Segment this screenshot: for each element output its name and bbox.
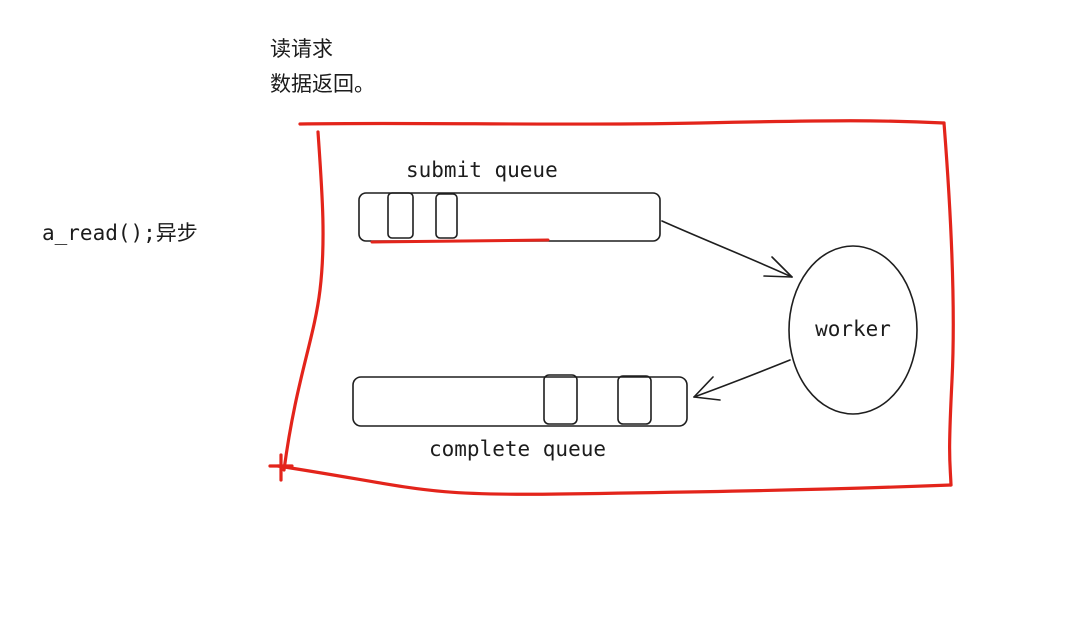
submit-queue-slot — [435, 193, 458, 239]
complete-queue-slot — [617, 375, 652, 425]
submit-queue-slot — [387, 192, 414, 239]
note-data-return: 数据返回。 — [270, 72, 375, 96]
arrow-worker-to-complete — [693, 359, 791, 401]
submit-queue-body — [358, 192, 661, 242]
worker: worker — [788, 245, 918, 415]
complete-queue — [352, 374, 688, 427]
worker-ellipse — [788, 245, 918, 415]
complete-queue-body — [352, 376, 688, 427]
arrow-submit-to-worker — [661, 220, 793, 278]
complete-queue-slot — [543, 374, 578, 425]
submit-queue-label: submit queue — [406, 158, 558, 182]
submit-queue-red-underline — [370, 238, 550, 244]
submit-queue — [358, 192, 661, 244]
complete-queue-label: complete queue — [429, 437, 606, 461]
red-frame — [268, 119, 955, 496]
note-read-request: 读请求 — [270, 37, 333, 61]
worker-label: worker — [815, 317, 891, 341]
note-async-call: a_read();异步 — [42, 221, 198, 245]
